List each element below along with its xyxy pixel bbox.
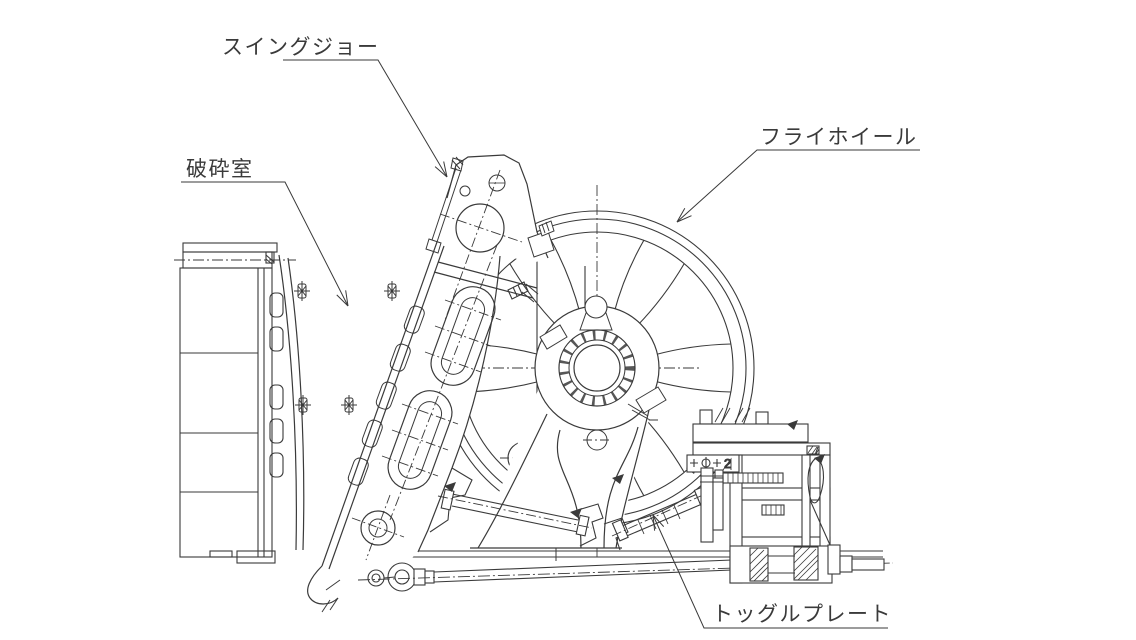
leader-toggle-plate [652, 514, 888, 629]
cylinder-spring-right [793, 546, 819, 581]
tie-bolt [425, 156, 464, 254]
jaw-centerlines [381, 169, 523, 521]
toggle-seat [700, 467, 724, 543]
shaft-end-block [527, 220, 555, 258]
grease-cap [584, 295, 608, 319]
fixed-jaw-housing [174, 242, 305, 564]
leader-crushing-chamber [181, 181, 349, 307]
spring-hook [807, 457, 825, 504]
fixed-jaw-ribs [269, 292, 284, 478]
detail-number: 2 [724, 456, 733, 471]
annotations: スイングジョー 破砕室 フライホイール トッグルプレート [181, 36, 920, 629]
pitman-toggle-bracket [577, 503, 604, 547]
leader-swing-jaw [283, 59, 448, 178]
tension-rod [357, 559, 894, 592]
eccentric-shaft [455, 203, 505, 253]
label-toggle-plate: トッグルプレート [712, 603, 892, 626]
toggle-bolts [444, 464, 698, 518]
jaw-eye [307, 494, 405, 613]
adjustment-assembly: 2 [686, 407, 885, 584]
bearing-tabs [539, 324, 667, 421]
jaw-toggle-bracket [429, 467, 473, 533]
label-flywheel: フライホイール [760, 126, 918, 149]
main-bearing [558, 329, 636, 407]
leader-flywheel [676, 149, 920, 223]
detail-hatch-box [806, 445, 820, 455]
toggle-plates [429, 464, 715, 551]
cylinder-spring-left [749, 547, 769, 582]
cheek-bolts [294, 281, 400, 415]
label-crushing-chamber: 破砕室 [186, 158, 254, 181]
jaw-ribs [347, 305, 425, 486]
swing-jaw [305, 154, 555, 613]
hydraulic-cylinder [729, 544, 885, 584]
pitman [470, 295, 667, 549]
label-swing-jaw: スイングジョー [222, 36, 380, 59]
